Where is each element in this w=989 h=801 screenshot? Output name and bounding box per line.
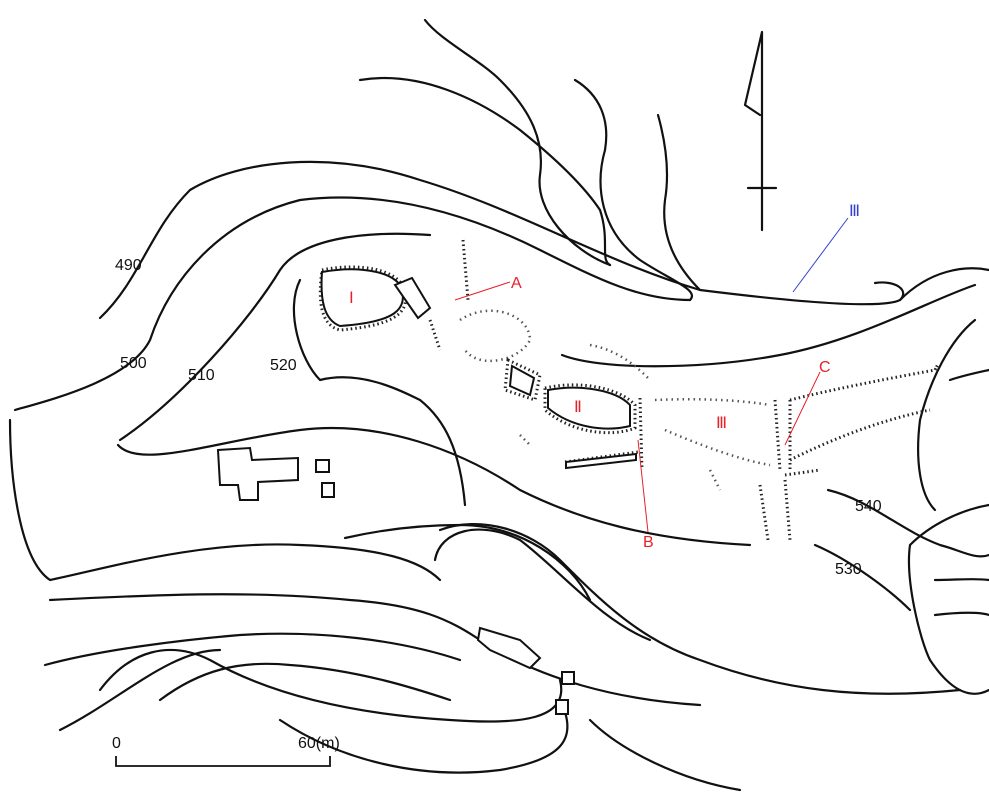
north-arrow-icon bbox=[743, 30, 778, 232]
callout-label-blue: Ⅲ bbox=[849, 203, 860, 220]
scale-bar bbox=[115, 756, 331, 767]
scale-end-label: 60(m) bbox=[298, 735, 340, 752]
point-label-c: C bbox=[819, 359, 831, 376]
contour-label-520: 520 bbox=[270, 357, 297, 374]
point-label-a: A bbox=[511, 275, 522, 292]
buildings bbox=[216, 446, 575, 715]
enclosure-label-3: Ⅲ bbox=[716, 415, 727, 432]
enclosure-label-1: Ⅰ bbox=[349, 290, 354, 307]
scale-start-label: 0 bbox=[112, 735, 121, 752]
contour-label-540: 540 bbox=[855, 498, 882, 515]
contour-label-500: 500 bbox=[120, 355, 147, 372]
contour-label-490: 490 bbox=[115, 257, 142, 274]
point-label-b: B bbox=[643, 534, 654, 551]
castle-earthworks bbox=[318, 239, 939, 541]
contour-lines bbox=[8, 18, 989, 792]
contour-label-510: 510 bbox=[188, 367, 215, 384]
enclosure-label-2: Ⅱ bbox=[574, 399, 582, 416]
contour-label-530: 530 bbox=[835, 561, 862, 578]
